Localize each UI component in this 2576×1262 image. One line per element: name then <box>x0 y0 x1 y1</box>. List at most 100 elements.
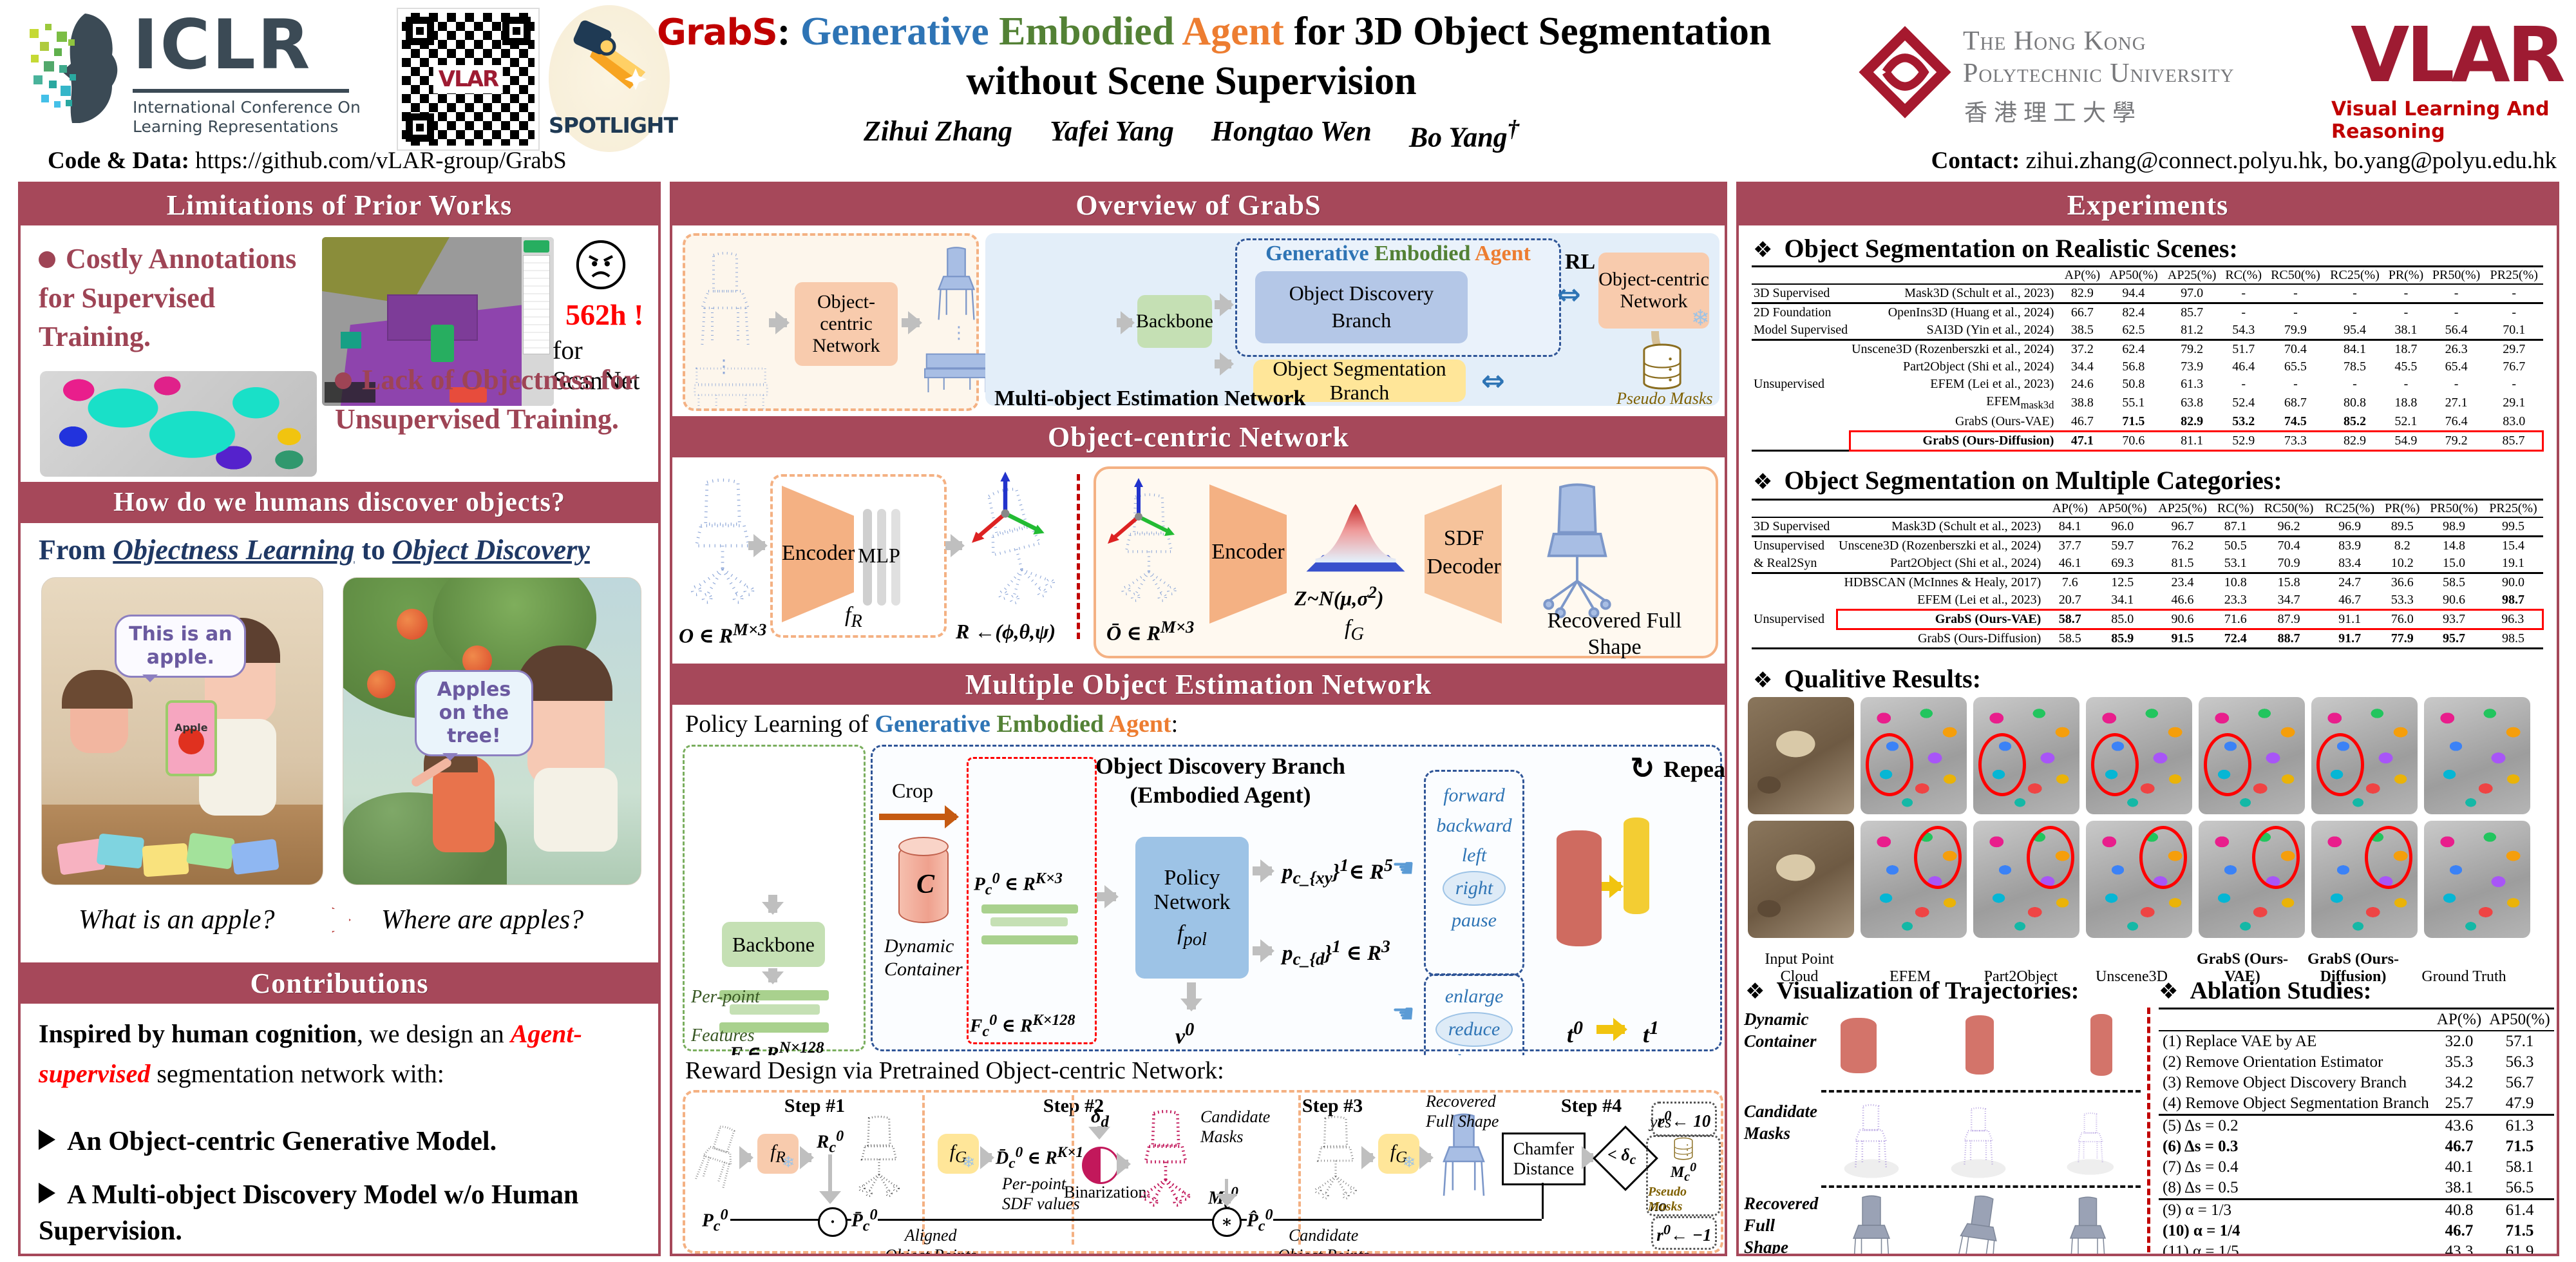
candidate-object-pc-icon <box>1310 1114 1361 1201</box>
stop-value-label: v0 <box>1175 1020 1195 1049</box>
rl-arrow-icon: ⇔ <box>1557 278 1581 311</box>
overview-diagram: ⋮ Object-centric Network ⋮ Backbone Gene… <box>672 225 1725 416</box>
speech-bubble-1: This is an apple. <box>115 615 247 683</box>
cand-line1: Candidate <box>1288 1226 1359 1245</box>
row-value: 79.9 <box>2284 323 2307 337</box>
caption-where-apples: Where are apples? <box>381 905 584 935</box>
reward-positive-label: r0← 10 <box>1657 1107 1711 1131</box>
reward-positive-box: r0← 10 <box>1651 1102 1717 1136</box>
row-value: 85.0 <box>2092 609 2153 630</box>
intro-agent-supervised: Agent-supervised <box>39 1019 582 1088</box>
step-label: Step #3 <box>1302 1095 1363 1116</box>
ablation-column-header: AP(%) <box>2436 1011 2482 1028</box>
row-method: EFEM (Lei et al., 2023) <box>1930 377 2054 391</box>
heading-categories-text: Object Segmentation on Multiple Categori… <box>1784 466 2282 495</box>
row-method: Unscene3D (Rozenberszki et al., 2024) <box>1839 539 2041 553</box>
heading-ablation: ❖ Ablation Studies: <box>2159 977 2371 1005</box>
row-value: 72.4 <box>2224 631 2247 645</box>
traj-shape-step1 <box>1821 1193 1922 1254</box>
row-value: 87.1 <box>2224 519 2247 533</box>
traj-shape-step2 <box>1928 1193 2029 1254</box>
latent-label: Z~N(μ,σ2) <box>1294 582 1384 610</box>
policy-heading-generative: Generative <box>875 711 990 738</box>
row-value: 62.4 <box>2122 342 2145 356</box>
row-value: 88.7 <box>2277 631 2300 645</box>
row-value: 76.2 <box>2171 539 2194 553</box>
heading-ablation-text: Ablation Studies: <box>2190 977 2372 1004</box>
qual-tile-ground-truth-1 <box>2424 697 2530 814</box>
row-value: 96.3 <box>2483 609 2544 630</box>
yes-label: yes <box>1650 1113 1672 1131</box>
row-value: - <box>2403 305 2409 320</box>
ablation-column-header: AP50(%) <box>2489 1011 2550 1028</box>
row-value: 82.9 <box>2181 414 2204 428</box>
contact-emails[interactable]: zihui.zhang@connect.polyu.hk, bo.yang@po… <box>2025 148 2557 174</box>
diamond-bullet-icon: ❖ <box>1753 237 1773 263</box>
column-header: PR50(%) <box>2430 501 2478 515</box>
pc0-label: Pc0 <box>702 1206 728 1236</box>
ablation-row-label: (10) α = 1/4 <box>2163 1222 2240 1239</box>
policy-heading-embodied: Embodied <box>996 711 1104 738</box>
sdf-values-label: D̄c0 ∈ RK×1 <box>996 1144 1084 1172</box>
row-value: 27.1 <box>2445 396 2468 410</box>
row-value: 43.3 <box>2445 1243 2474 1254</box>
pbar-label: P̄c0 <box>851 1206 878 1236</box>
agent-loop-box: Object Discovery Branch (Embodied Agent)… <box>871 745 1725 1055</box>
row-value: 89.5 <box>2391 519 2414 533</box>
chamfer-box: Chamfer Distance <box>1502 1133 1586 1185</box>
container-symbol: C <box>916 870 935 899</box>
row-value: 15.8 <box>2277 575 2300 589</box>
dynamic-container-cylinder: C <box>898 837 949 923</box>
sdf-line1: Per-point <box>1002 1174 1066 1193</box>
traj-ablation-divider <box>2147 1008 2150 1252</box>
row-group <box>1752 591 1837 610</box>
row-value: 71.5 <box>2122 414 2145 428</box>
qr-code[interactable]: VLAR <box>397 8 540 151</box>
heading-realistic-scenes: ❖Object Segmentation on Realistic Scenes… <box>1753 233 2238 263</box>
bullet-dot-icon <box>335 372 352 389</box>
depth-action-label: pc_{d}1 ∈ R3 <box>1282 936 1390 969</box>
row-value: 24.6 <box>2070 377 2094 391</box>
author-name: Bo Yang† <box>1408 115 1520 153</box>
row-value: 62.5 <box>2122 323 2145 337</box>
row-value: 46.7 <box>2070 414 2094 428</box>
snowflake-icon: ❄ <box>1691 305 1710 331</box>
code-data-label: Code & Data: <box>48 148 189 174</box>
contribution-item: An Object-centric Generative Model. <box>39 1123 650 1160</box>
row-method: EFEMmask3d <box>1986 394 2054 411</box>
generative-embodied-agent-box: Generative Embodied Agent Object Discove… <box>1235 238 1561 357</box>
code-data-url[interactable]: https://github.com/vLAR-group/GrabS <box>195 148 567 174</box>
row-value: 54.3 <box>2232 323 2255 337</box>
qual-tile-grabs-vae-2 <box>2199 821 2305 938</box>
cm-line1: Candidate <box>1200 1107 1271 1126</box>
row-value: 12.5 <box>2111 575 2134 589</box>
categories-table-body: 3D Supervised Mask3D (Schult et al., 202… <box>1752 517 2544 649</box>
trajectory-labels: Dynamic Container Candidate Masks Recove… <box>1744 1009 1820 1254</box>
container-crop-box: Pc0 ∈ RK×3 Fc0 ∈ RK×128 <box>967 757 1097 1044</box>
row-value: 82.9 <box>2325 430 2385 452</box>
policy-learning-diagram: Policy Learning of Generative Embodied A… <box>672 705 1725 1055</box>
row-value: 68.7 <box>2284 396 2307 410</box>
row-value: 7.6 <box>2061 575 2078 589</box>
table-row: & Real2Syn Part2Object (Shi et al., 2024… <box>1752 555 2543 573</box>
row-method: Mask3D (Schult et al., 2023) <box>1891 519 2041 533</box>
row-value: 97.0 <box>2181 286 2204 300</box>
qual-tile-unscene3d-2 <box>2086 821 2192 938</box>
diamond-bullet-icon: ❖ <box>2159 979 2179 1004</box>
column-header: PR25(%) <box>2489 501 2537 515</box>
row-value: - <box>2403 377 2409 391</box>
polyu-line-1: The Hong Kong <box>1963 26 2146 56</box>
per-point-sdf-label: Per-point SDF values <box>1002 1174 1080 1214</box>
polyu-logo-icon <box>1857 24 1953 120</box>
section-bar-ocn: Object-centric Network <box>672 416 1725 457</box>
qual-tile-grabs-diffusion-2 <box>2311 821 2418 938</box>
column-header: AP25(%) <box>2158 501 2207 515</box>
row-value: 40.8 <box>2445 1201 2474 1219</box>
row-value: - <box>2454 305 2459 320</box>
heading-qualitative: ❖Qualitive Results: <box>1753 664 1981 694</box>
xy-action-label: pc_{xy}1∈ R5 <box>1282 855 1393 888</box>
row-method: GrabS (Ours-VAE) <box>1955 414 2054 428</box>
